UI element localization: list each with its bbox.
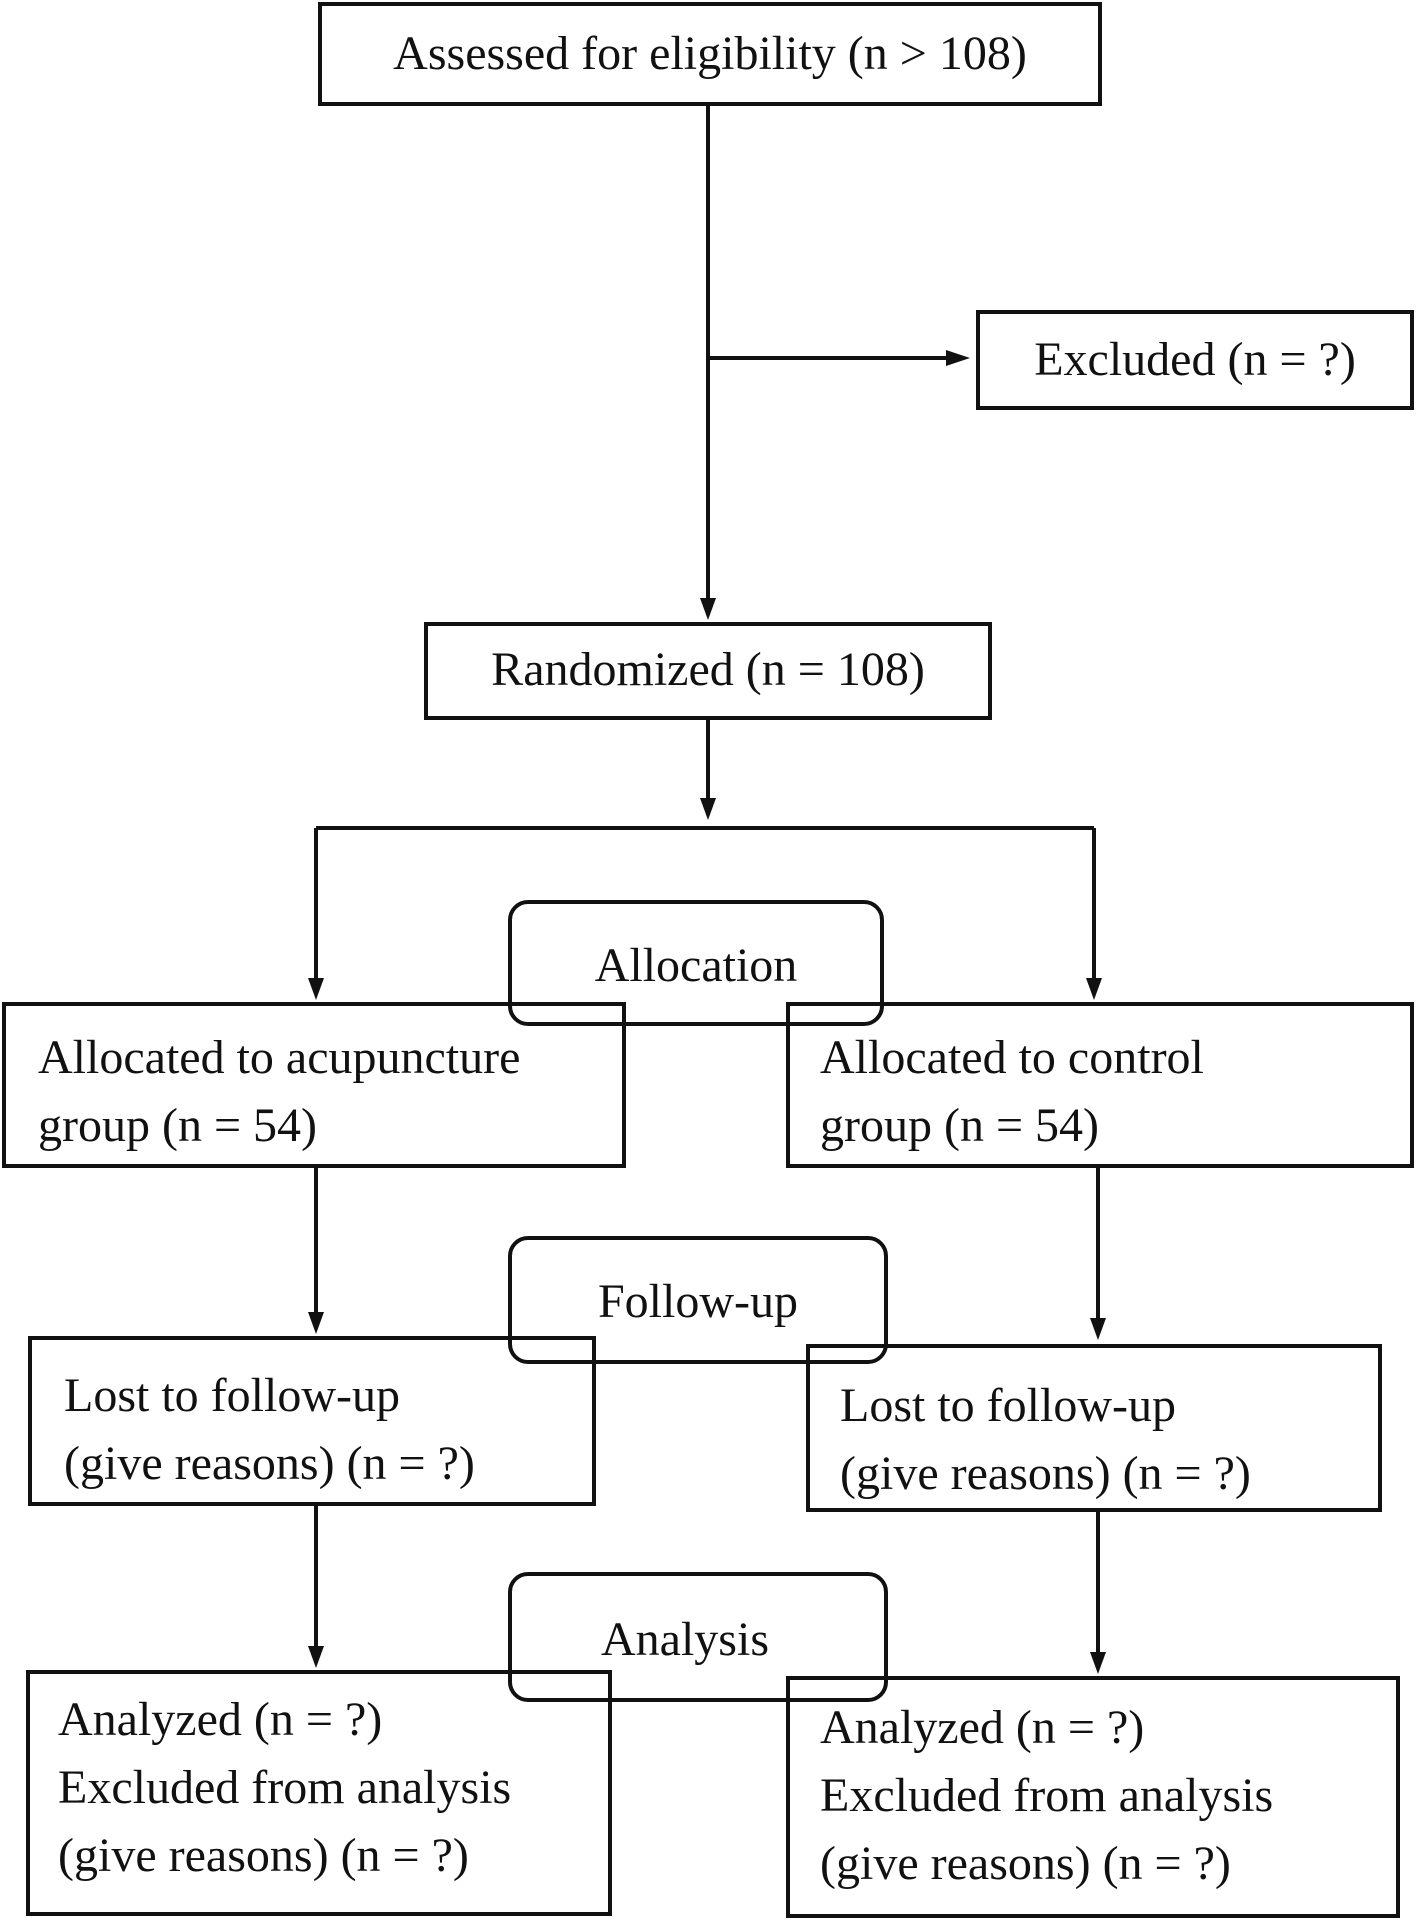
- assessed-box: Assessed for eligibility (n > 108): [318, 2, 1102, 106]
- randomized-label: Randomized (n = 108): [491, 643, 925, 696]
- acupuncture-analyzed-line-3: (give reasons) (n = ?): [58, 1829, 469, 1882]
- acupuncture-allocated-line-2: group (n = 54): [38, 1099, 318, 1152]
- stage-follow-up: Follow-up: [508, 1236, 888, 1364]
- acupuncture-lost-line-2: (give reasons) (n = ?): [64, 1437, 475, 1490]
- randomized-box: Randomized (n = 108): [424, 622, 992, 720]
- control-lost-line-2: (give reasons) (n = ?): [840, 1447, 1251, 1500]
- control-allocated-box: Allocated to control group (n = 54): [786, 1002, 1414, 1168]
- stage-analysis-label: Analysis: [601, 1613, 769, 1666]
- acupuncture-lost-line-1: Lost to follow-up: [64, 1369, 400, 1422]
- control-lost-line-1: Lost to follow-up: [840, 1379, 1176, 1432]
- excluded-label: Excluded (n = ?): [1034, 333, 1356, 386]
- control-lost-box: Lost to follow-up (give reasons) (n = ?): [806, 1344, 1382, 1512]
- control-analyzed-line-1: Analyzed (n = ?): [820, 1701, 1145, 1754]
- acupuncture-lost-box: Lost to follow-up (give reasons) (n = ?): [28, 1336, 596, 1506]
- control-allocated-line-2: group (n = 54): [820, 1099, 1100, 1152]
- acupuncture-analyzed-line-2: Excluded from analysis: [58, 1761, 512, 1814]
- stage-analysis: Analysis: [508, 1572, 888, 1702]
- control-analyzed-line-3: (give reasons) (n = ?): [820, 1837, 1231, 1890]
- acupuncture-allocated-box: Allocated to acupuncture group (n = 54): [2, 1002, 626, 1168]
- control-allocated-line-1: Allocated to control: [820, 1031, 1204, 1084]
- control-analyzed-box: Analyzed (n = ?) Excluded from analysis …: [786, 1676, 1400, 1918]
- excluded-box: Excluded (n = ?): [976, 310, 1414, 410]
- assessed-label: Assessed for eligibility (n > 108): [393, 27, 1027, 80]
- control-analyzed-line-2: Excluded from analysis: [820, 1769, 1274, 1822]
- acupuncture-analyzed-box: Analyzed (n = ?) Excluded from analysis …: [26, 1670, 612, 1916]
- acupuncture-analyzed-line-1: Analyzed (n = ?): [58, 1693, 383, 1746]
- acupuncture-allocated-line-1: Allocated to acupuncture: [38, 1031, 521, 1084]
- stage-follow-up-label: Follow-up: [597, 1275, 798, 1328]
- stage-allocation: Allocation: [508, 900, 884, 1026]
- stage-allocation-label: Allocation: [594, 939, 798, 992]
